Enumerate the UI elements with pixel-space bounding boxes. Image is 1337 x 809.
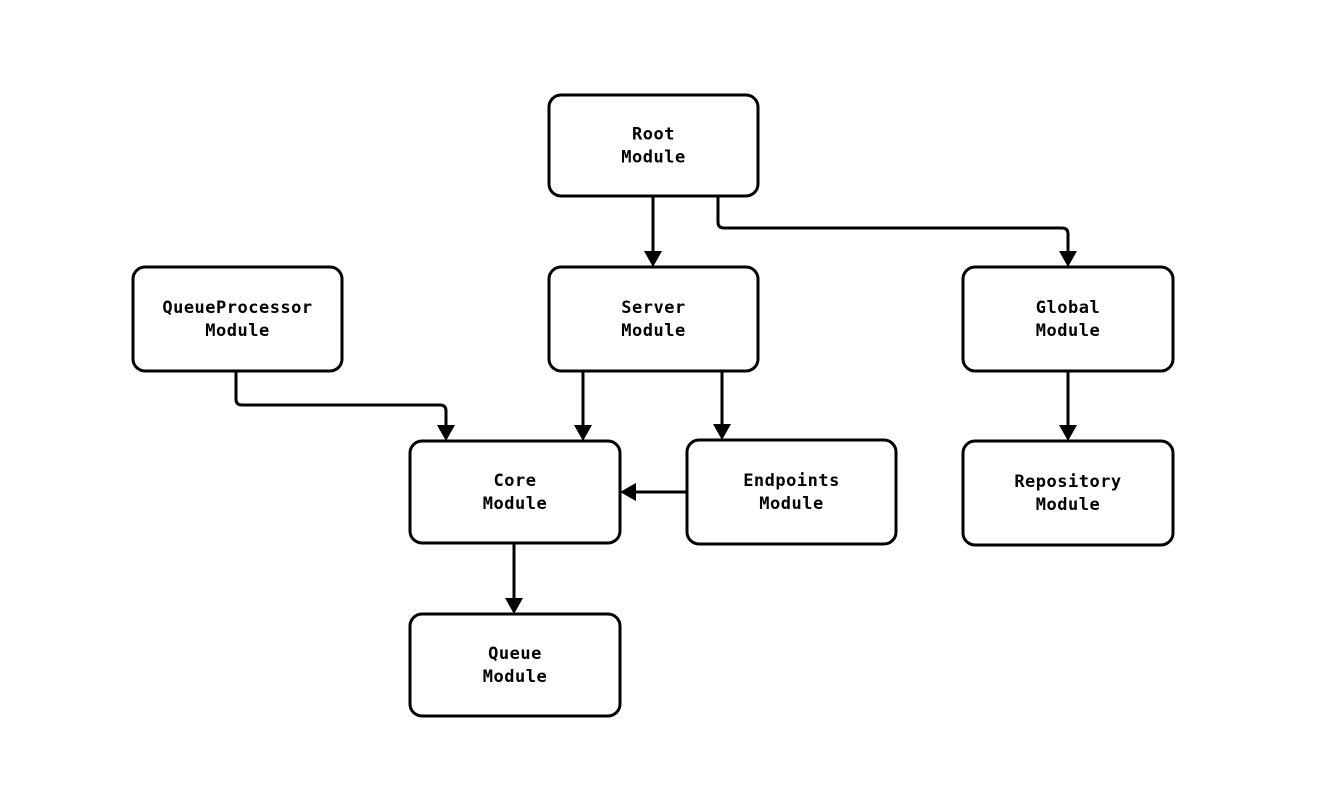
node-label-line2: Module [483, 667, 547, 687]
edge-endpoints-to-core [620, 483, 687, 501]
node-label-line1: Server [621, 298, 685, 318]
node-label-line2: Module [1036, 495, 1100, 515]
edge-line [234, 371, 448, 425]
edge-line [716, 196, 1070, 251]
node-box[interactable] [408, 439, 622, 545]
arrowhead-icon [620, 483, 636, 501]
node-box[interactable] [685, 438, 898, 546]
arrowhead-icon [574, 425, 592, 441]
node-label-line2: Module [759, 494, 823, 514]
edge-global-to-repository [1059, 371, 1077, 441]
node-box[interactable] [131, 265, 344, 373]
arrowhead-icon [1059, 251, 1077, 267]
node-label-line1: Repository [1014, 472, 1121, 492]
node-label-line1: Global [1036, 298, 1100, 318]
arrowhead-icon [505, 598, 523, 614]
node-box[interactable] [547, 265, 760, 373]
arrowhead-icon [1059, 425, 1077, 441]
edge-server-to-core [574, 371, 592, 441]
node-label-line1: Root [632, 125, 675, 145]
edge-root-to-global [716, 196, 1077, 267]
arrowhead-icon [437, 425, 455, 441]
edge-server-to-endpoints [713, 371, 731, 440]
node-box[interactable] [408, 612, 622, 718]
node-label-line1: Queue [488, 644, 542, 664]
node-label-line1: Endpoints [743, 471, 840, 491]
node-label-line2: Module [621, 148, 685, 168]
node-label-line1: Core [494, 471, 537, 491]
node-label-line2: Module [483, 494, 547, 514]
edge-core-to-queue [505, 543, 523, 614]
node-label-line2: Module [205, 321, 269, 341]
node-box[interactable] [547, 93, 760, 198]
node-box[interactable] [961, 265, 1175, 373]
nodes-layer: RootModuleQueueProcessorModuleServerModu… [131, 93, 1175, 718]
edges-layer [234, 196, 1077, 614]
node-label-line1: QueueProcessor [162, 298, 312, 318]
arrowhead-icon [713, 424, 731, 440]
edge-root-to-server [644, 196, 662, 267]
node-label-line2: Module [1036, 321, 1100, 341]
edge-queueprocessor-to-core [234, 371, 455, 441]
node-box[interactable] [961, 439, 1175, 547]
node-label-line2: Module [621, 321, 685, 341]
arrowhead-icon [644, 251, 662, 267]
